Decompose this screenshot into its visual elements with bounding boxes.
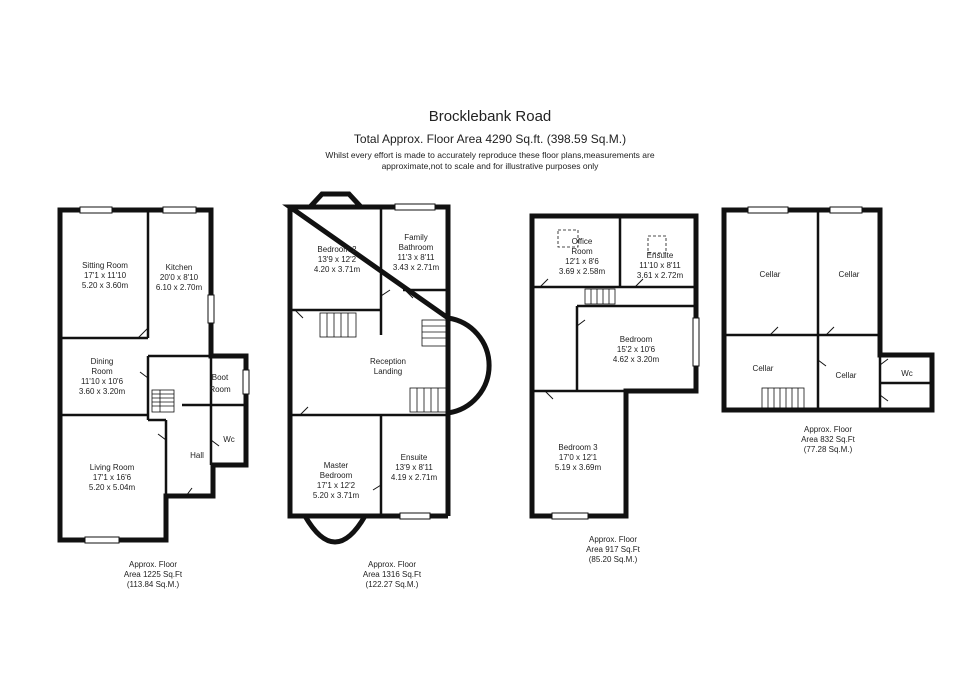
- second-stairs: [584, 288, 616, 305]
- cellar-stairs: [761, 387, 805, 409]
- room-label-cellar-4: Cellar: [836, 371, 857, 380]
- room-label-wc-cellar: Wc: [901, 369, 913, 378]
- disclaimer-line-1: Whilst every effort is made to accuratel…: [325, 150, 655, 160]
- disclaimer-line-2: approximate,not to scale and for illustr…: [381, 161, 599, 171]
- room-label-wc: Wc: [223, 435, 235, 444]
- room-label-cellar-1: Cellar: [760, 270, 781, 279]
- disclaimer: Whilst every effort is made to accuratel…: [0, 150, 980, 172]
- first-stairs: [319, 312, 447, 413]
- room-label-cellar-3: Cellar: [753, 364, 774, 373]
- plan-title: Brocklebank Road: [428, 108, 552, 125]
- room-label-hall: Hall: [190, 451, 204, 460]
- floor-cellar: Cellar Cellar Cellar Cellar Wc Approx. F…: [721, 206, 935, 454]
- total-floor-area: Total Approx. Floor Area 4290 Sq.ft. (39…: [353, 132, 627, 146]
- room-label-cellar-2: Cellar: [839, 270, 860, 279]
- ground-stairs: [151, 389, 175, 413]
